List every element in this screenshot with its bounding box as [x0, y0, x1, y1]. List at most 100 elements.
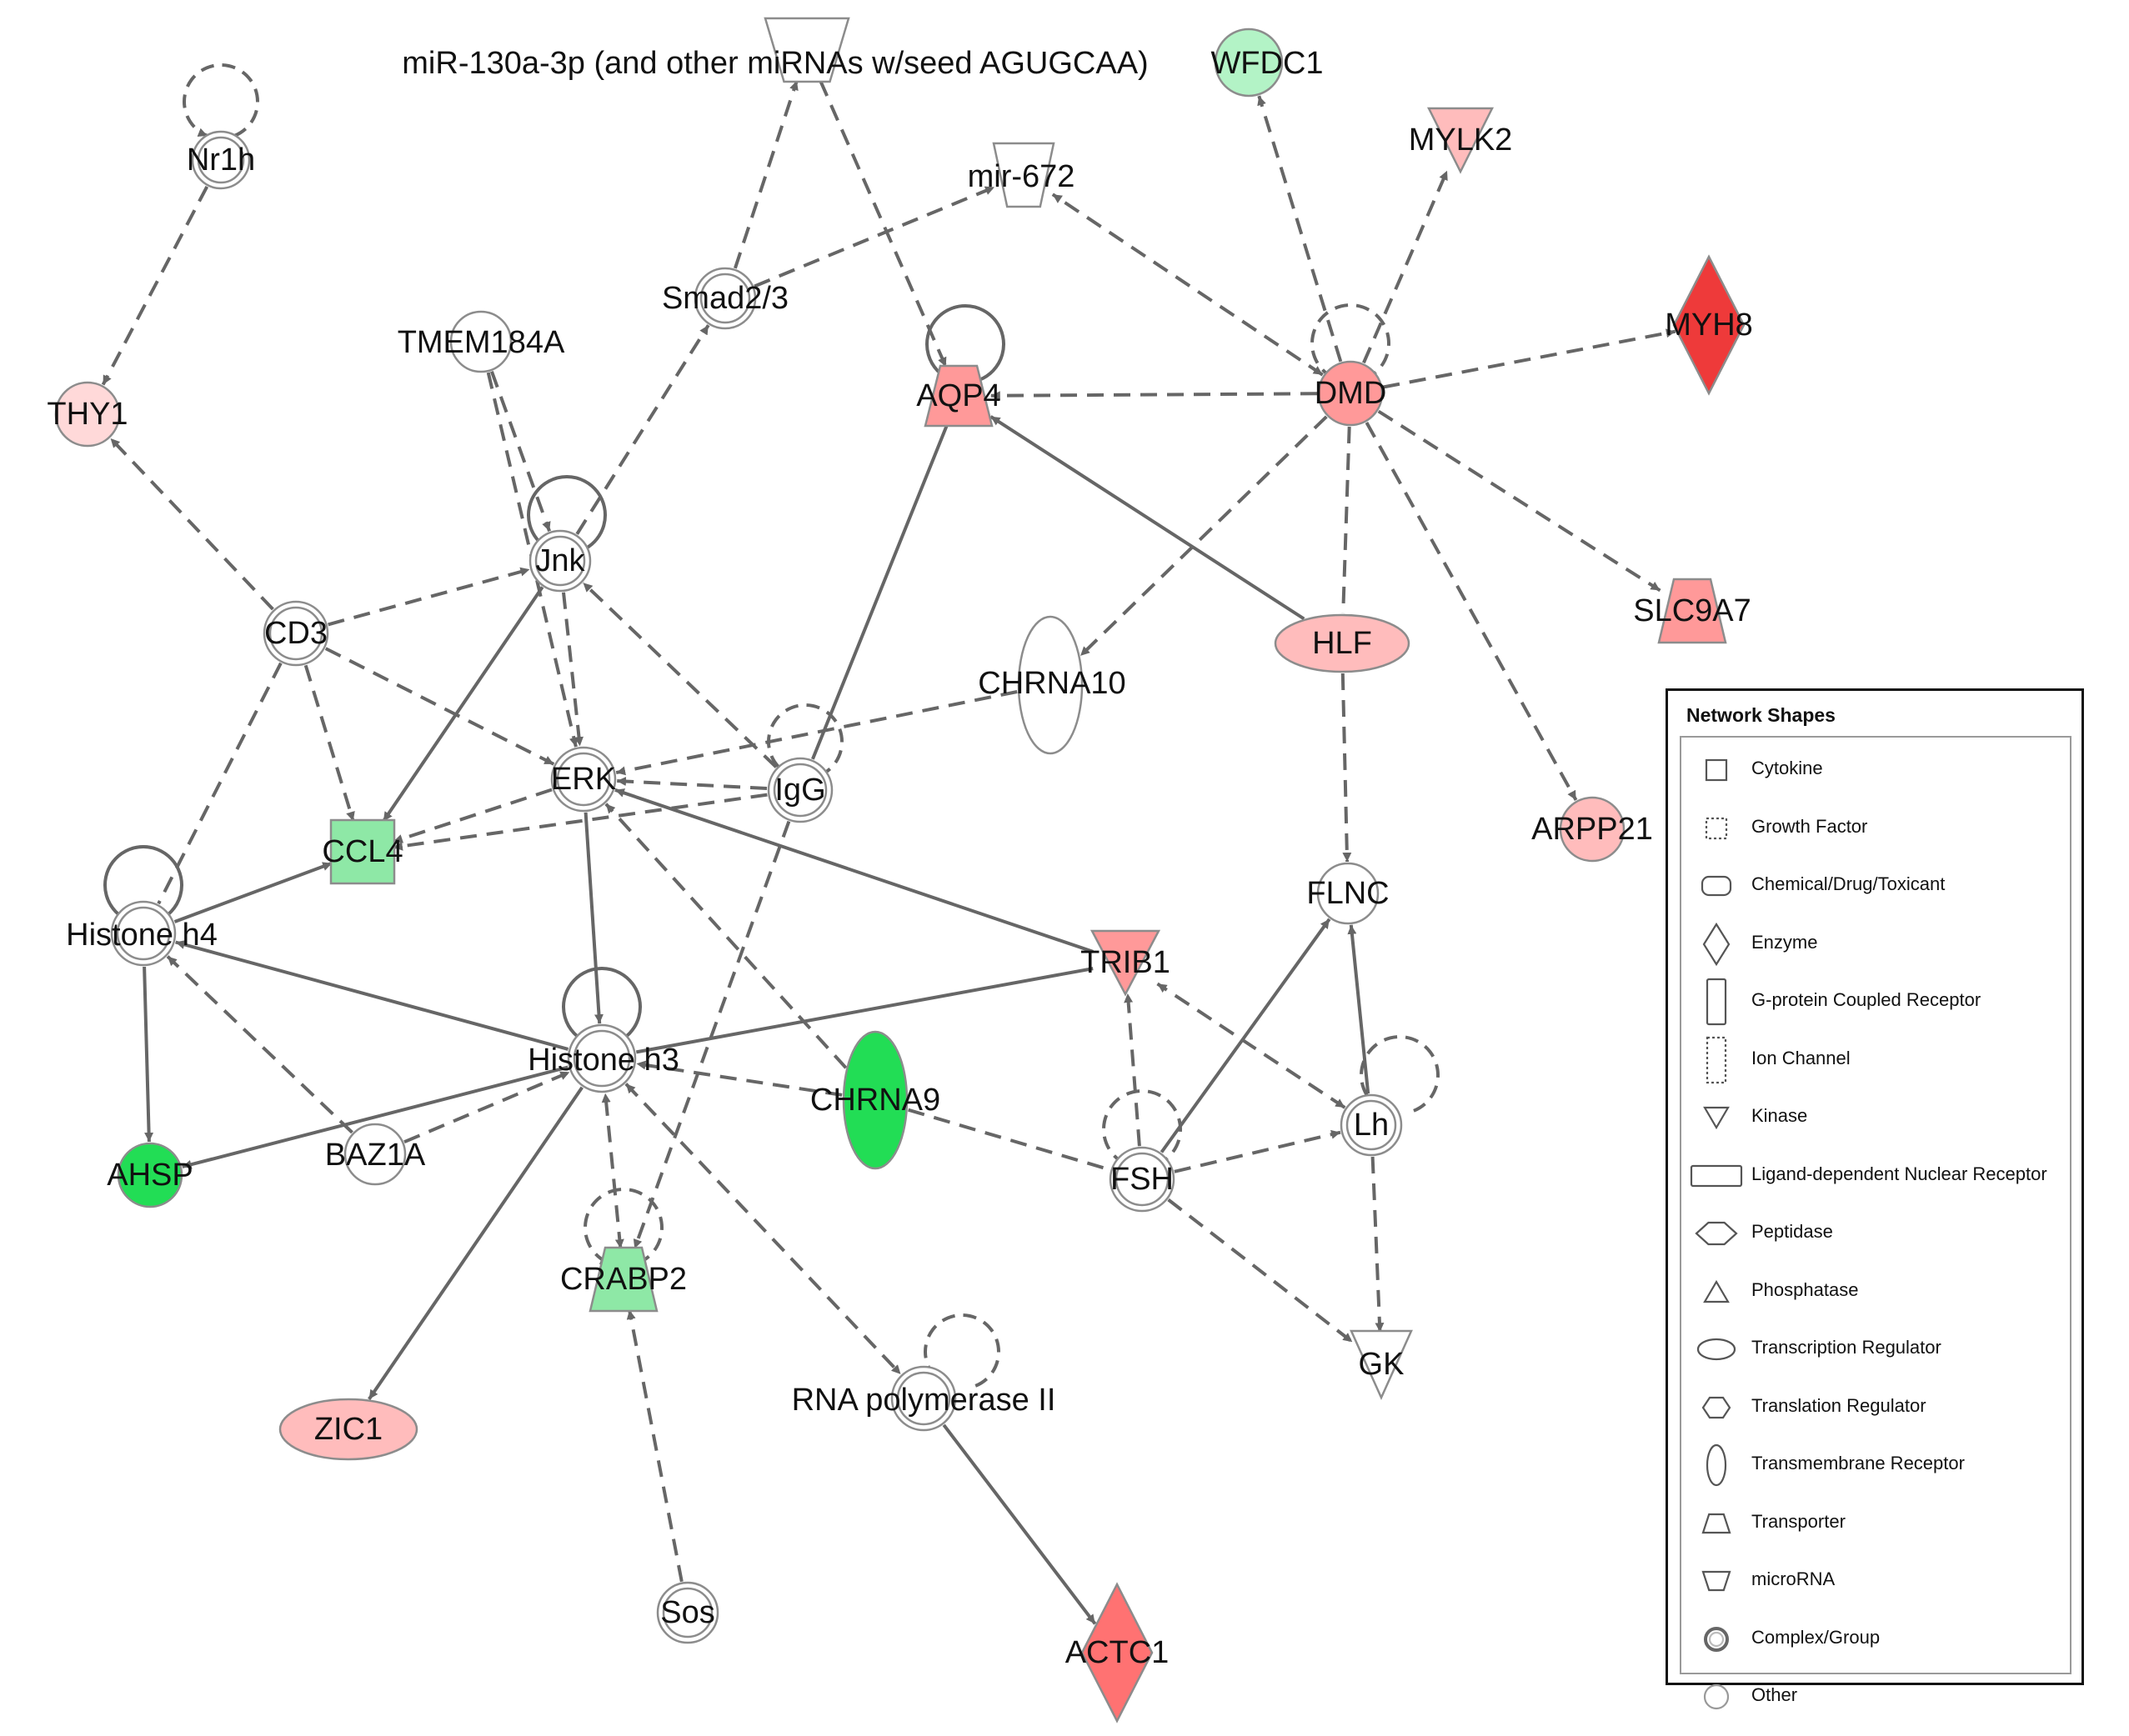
node-shape-chrna9: [842, 1030, 909, 1170]
node-inner-ring-smad23: [699, 273, 751, 324]
self-loop-nr1h: [183, 63, 259, 138]
node-ahsp[interactable]: AHSP: [107, 1142, 193, 1208]
edge-nr1h-to-thy1: [101, 185, 209, 386]
kinase-icon: [1703, 1106, 1730, 1130]
legend-item-gpcr: G-protein Coupled Receptor: [1681, 976, 2073, 1028]
edge-smad23-to-mir130: [734, 80, 799, 269]
legend-label-circle: Other: [1751, 1684, 1798, 1705]
edge-trib1-to-erk: [614, 788, 1094, 953]
node-arpp21[interactable]: ARPP21: [1531, 796, 1653, 863]
legend-title: Network Shapes: [1686, 704, 1836, 726]
legend-label-growth: Growth Factor: [1751, 815, 1868, 837]
node-inner-ring-cd3: [268, 606, 323, 661]
node-shape-gk: [1350, 1329, 1413, 1401]
node-wfdc1[interactable]: WFDC1: [1210, 28, 1324, 98]
node-dmd[interactable]: DMD: [1315, 360, 1387, 427]
translation-regulator-icon: [1701, 1396, 1731, 1418]
node-jnk[interactable]: Jnk: [528, 529, 592, 593]
edge-chrna9-to-erk: [604, 803, 848, 1069]
transporter-icon: [1701, 1513, 1731, 1533]
node-shape-myh8: [1672, 254, 1746, 396]
node-rnapol2[interactable]: RNA polymerase II: [792, 1365, 1056, 1432]
node-label-igg: IgG: [774, 773, 825, 808]
node-gk[interactable]: GK: [1350, 1329, 1413, 1401]
node-chrna9[interactable]: CHRNA9: [810, 1030, 940, 1170]
edge-baz1a-to-histoneh4: [166, 955, 353, 1134]
node-slc9a7[interactable]: SLC9A7: [1633, 578, 1751, 644]
node-label-trib1: TRIB1: [1080, 945, 1170, 980]
node-lh[interactable]: Lh: [1340, 1093, 1403, 1157]
node-nr1h[interactable]: Nr1h: [187, 130, 255, 190]
node-histoneh4[interactable]: Histone h4: [66, 900, 218, 967]
node-shape-trib1: [1090, 929, 1161, 997]
node-mylk2[interactable]: MYLK2: [1409, 107, 1513, 174]
node-flnc[interactable]: FLNC: [1306, 862, 1390, 925]
node-sos[interactable]: Sos: [656, 1581, 719, 1644]
node-aqp4[interactable]: AQP4: [916, 364, 1001, 428]
node-crabp2[interactable]: CRABP2: [560, 1246, 687, 1313]
node-label-ccl4: CCL4: [322, 834, 403, 869]
edge-baz1a-to-histoneh3: [403, 1070, 571, 1144]
legend-label-nuclear: Ligand-dependent Nuclear Receptor: [1751, 1163, 2047, 1184]
node-erk[interactable]: ERK: [550, 746, 617, 813]
node-tmem184a[interactable]: TMEM184A: [398, 310, 565, 373]
node-inner-ring-erk: [556, 752, 611, 807]
node-trib1[interactable]: TRIB1: [1080, 929, 1170, 997]
node-label-wfdc1: WFDC1: [1210, 46, 1323, 81]
node-label-flnc: FLNC: [1306, 876, 1389, 911]
node-inner-ring-sos: [662, 1587, 714, 1638]
edge-dmd-to-slc9a7: [1377, 409, 1661, 593]
node-shape-sos: [656, 1581, 719, 1644]
node-histoneh3[interactable]: Histone h3: [528, 1023, 679, 1093]
node-label-rnapol2: RNA polymerase II: [792, 1383, 1056, 1418]
node-shape-erk: [550, 746, 617, 813]
node-ccl4[interactable]: CCL4: [322, 818, 403, 885]
node-cd3[interactable]: CD3: [263, 600, 329, 667]
node-baz1a[interactable]: BAZ1A: [325, 1123, 426, 1186]
node-thy1[interactable]: THY1: [47, 381, 128, 448]
legend-label-chemical: Chemical/Drug/Toxicant: [1751, 873, 1946, 894]
edge-dmd-to-wfdc1: [1257, 95, 1343, 363]
node-mir130[interactable]: miR-130a-3p (and other miRNAs w/seed AGU…: [402, 17, 1149, 83]
node-label-arpp21: ARPP21: [1531, 812, 1653, 847]
ion-channel-icon: [1706, 1036, 1727, 1083]
node-shape-actc1: [1080, 1582, 1154, 1723]
node-myh8[interactable]: MYH8: [1665, 254, 1753, 396]
edge-dmd-to-mylk2: [1362, 170, 1449, 364]
node-label-histoneh4: Histone h4: [66, 918, 218, 953]
node-label-chrna9: CHRNA9: [810, 1083, 940, 1118]
node-mir672[interactable]: mir-672: [968, 142, 1075, 208]
node-inner-ring-lh: [1345, 1099, 1397, 1151]
node-shape-mir130: [764, 17, 850, 83]
node-chrna10[interactable]: CHRNA10: [978, 615, 1126, 755]
node-shape-thy1: [54, 381, 121, 448]
node-actc1[interactable]: ACTC1: [1065, 1582, 1170, 1723]
node-igg[interactable]: IgG: [767, 757, 834, 823]
node-label-hlf: HLF: [1312, 626, 1372, 661]
node-shape-jnk: [528, 529, 592, 593]
self-loop-histoneh3: [562, 967, 642, 1044]
node-label-erk: ERK: [551, 762, 616, 797]
legend-item-cytokine: Cytokine: [1681, 744, 2073, 796]
edge-cd3-to-jnk: [328, 567, 530, 627]
node-fsh[interactable]: FSH: [1109, 1146, 1175, 1213]
edge-igg-to-jnk: [582, 581, 778, 768]
other-icon: [1703, 1683, 1730, 1710]
legend-label-translation: Translation Regulator: [1751, 1394, 1926, 1416]
edge-igg-to-crabp2: [633, 820, 791, 1249]
legend-label-transcription: Transcription Regulator: [1751, 1337, 1941, 1358]
legend-label-enzyme: Enzyme: [1751, 931, 1818, 953]
node-hlf[interactable]: HLF: [1274, 613, 1410, 673]
node-shape-mylk2: [1426, 107, 1495, 174]
nuclear-receptor-icon: [1690, 1164, 1743, 1187]
legend-label-transmembrane: Transmembrane Receptor: [1751, 1453, 1965, 1473]
edge-crabp2-to-histoneh3: [601, 1093, 624, 1249]
node-zic1[interactable]: ZIC1: [278, 1398, 418, 1461]
node-smad23[interactable]: Smad2/3: [662, 267, 789, 330]
edge-cd3-to-thy1: [109, 437, 274, 611]
node-label-mylk2: MYLK2: [1409, 123, 1513, 158]
node-label-mir130: miR-130a-3p (and other miRNAs w/seed AGU…: [402, 46, 1148, 81]
edge-rnapol2-to-actc1: [942, 1423, 1097, 1625]
legend-item-growth: Growth Factor: [1681, 803, 2073, 854]
